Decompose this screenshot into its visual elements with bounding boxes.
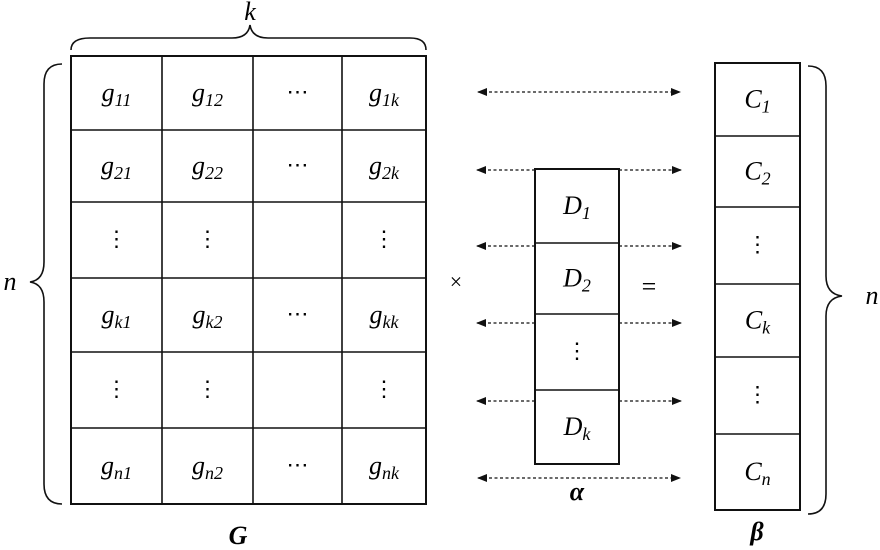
vector-beta-cell: Cn: [744, 457, 770, 489]
matrix-G-cell: ⋮: [197, 376, 219, 401]
vector-alpha-cell: Dk: [563, 412, 592, 444]
k-label: k: [244, 0, 256, 26]
left-brace: [29, 63, 63, 505]
matrix-G-cell: g2k: [369, 151, 400, 183]
vector-beta-cell: ⋮: [747, 232, 769, 257]
matrix-G-cell: g22: [192, 151, 223, 183]
matrix-G-cell: gk1: [102, 300, 132, 332]
matrix-G-cell: ⋮: [106, 376, 128, 401]
matrix-G-cell: ⋮: [373, 376, 395, 401]
matrix-G-cell: g11: [102, 78, 132, 110]
times-sign: ×: [450, 269, 462, 294]
matrix-G-cell: gk2: [193, 300, 223, 332]
matrix-G-cell: ⋮: [197, 226, 219, 251]
matrix-G-cell: gnk: [369, 451, 400, 483]
vector-alpha-label: α: [570, 477, 585, 506]
matrix-G-border: [70, 55, 427, 505]
matrix-G-cell: ⋯: [287, 452, 309, 477]
matrix-G: g11 g12 ⋯ g1k g21 g22 ⋯ g2k ⋮ ⋮ ⋮ gk1 gk2 ⋯ gkk ⋮ ⋮ ⋮ gn1 g…: [70, 55, 427, 505]
matrix-G-cell: g12: [192, 78, 223, 110]
right-brace: [807, 65, 843, 515]
vector-alpha-cell: D2: [562, 264, 591, 296]
matrix-G-cell: g1k: [369, 78, 400, 110]
vector-beta-cell: C1: [744, 85, 770, 117]
n-left-label: n: [4, 267, 17, 296]
n-right-label: n: [866, 281, 879, 310]
matrix-G-cell: ⋮: [106, 226, 128, 251]
vector-alpha-border: [534, 168, 620, 465]
matrix-G-cell: ⋮: [373, 226, 395, 251]
vector-alpha-cell: ⋮: [566, 338, 588, 363]
matrix-G-cell: gn1: [101, 451, 132, 483]
vector-alpha-cell: D1: [562, 191, 591, 223]
vector-beta-border: [714, 62, 801, 511]
correspondence-arrows: [476, 88, 682, 482]
matrix-G-cell: ⋯: [287, 301, 309, 326]
matrix-G-cell: ⋯: [287, 152, 309, 177]
matrix-G-cell: g21: [101, 151, 132, 183]
matrix-G-cell: gkk: [370, 300, 400, 332]
vector-beta-cell: Ck: [745, 306, 771, 338]
matrix-G-label: G: [229, 521, 248, 550]
vector-beta-cell: ⋮: [747, 382, 769, 407]
top-brace: [70, 24, 427, 51]
vector-beta-cell: C2: [744, 157, 770, 189]
equals-sign: =: [642, 272, 657, 301]
matrix-G-cell: gn2: [192, 451, 223, 483]
vector-beta-label: β: [749, 517, 764, 546]
matrix-G-cell: ⋯: [287, 79, 309, 104]
